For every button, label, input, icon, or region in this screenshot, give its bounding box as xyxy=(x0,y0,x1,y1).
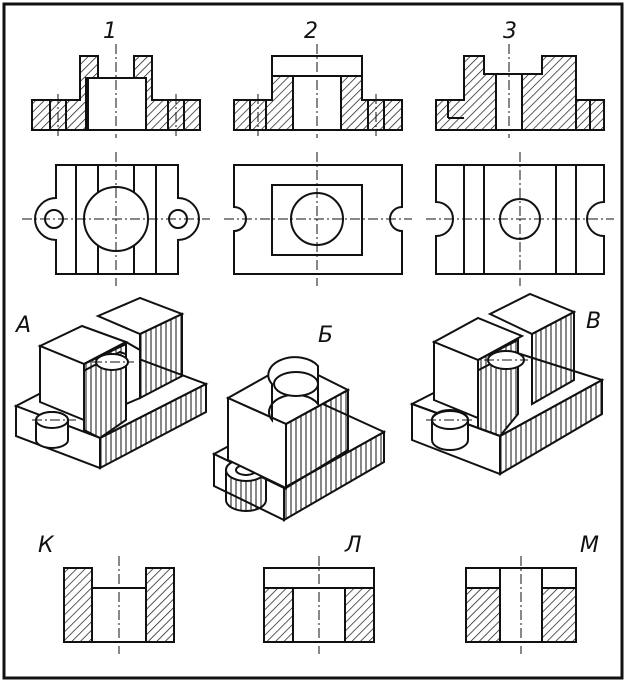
front-view-2 xyxy=(233,44,403,138)
front-view-1 xyxy=(31,44,201,138)
label-k: К xyxy=(38,533,55,558)
label-a: А xyxy=(14,313,31,338)
top-view-1 xyxy=(22,152,210,286)
front-view-3 xyxy=(435,44,605,138)
section-l xyxy=(263,556,375,654)
top-view-2 xyxy=(224,152,412,286)
label-2: 2 xyxy=(304,19,318,44)
section-m xyxy=(465,556,577,654)
top-view-3 xyxy=(426,152,614,286)
section-k xyxy=(63,556,175,654)
label-1: 1 xyxy=(103,19,117,44)
label-b: Б xyxy=(318,323,333,348)
label-m: М xyxy=(580,533,599,558)
isometric-b xyxy=(211,356,387,522)
isometric-v xyxy=(409,292,605,476)
isometric-a xyxy=(13,296,209,470)
label-v: В xyxy=(586,309,601,334)
label-l: Л xyxy=(344,533,362,558)
label-3: 3 xyxy=(503,19,517,44)
